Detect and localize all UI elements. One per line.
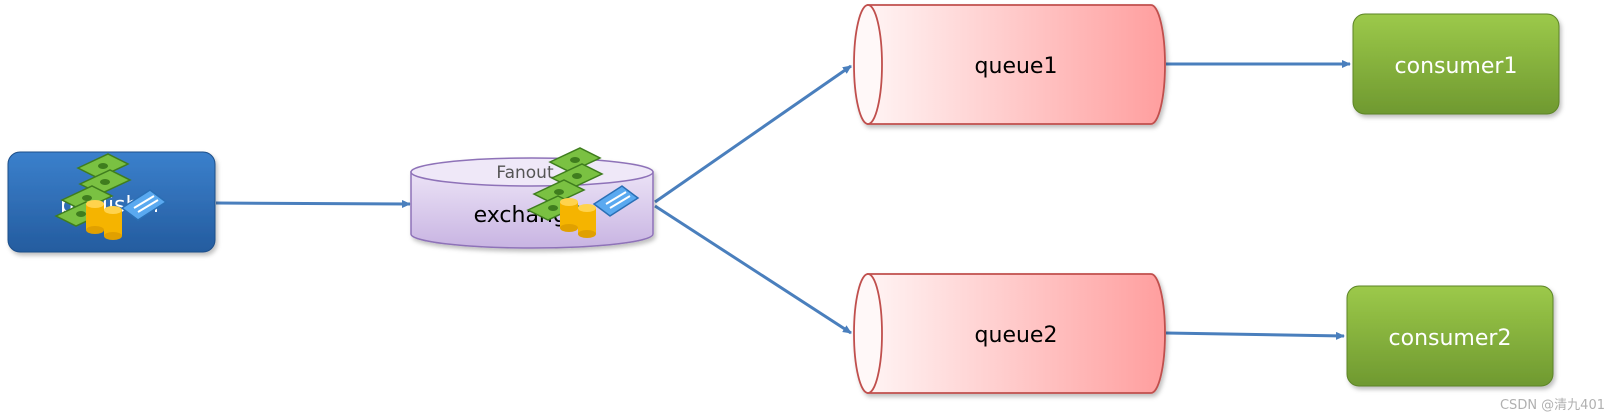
queue1-node [853, 4, 1166, 125]
receipt-icon [592, 185, 640, 217]
consumer1-node [1352, 13, 1560, 115]
arrow-queue2-to-consumer2 [1165, 331, 1345, 340]
queue2-node [853, 273, 1166, 394]
money-stack-icon [54, 153, 132, 227]
receipt-icon [120, 189, 168, 221]
exchange-type-label: Fanout [496, 163, 554, 183]
consumer1-label: consumer1 [1395, 54, 1518, 79]
queue1-label: queue1 [975, 54, 1058, 79]
coins-icon [86, 200, 122, 240]
money-stack-icon [526, 147, 604, 221]
watermark: CSDN @清九401 [1499, 398, 1605, 413]
queue2-label: queue2 [975, 323, 1058, 348]
consumer2-node [1346, 285, 1554, 387]
arrow-publisher-to-exchange [215, 199, 411, 208]
publisher-node [7, 151, 216, 253]
arrow-exchange-to-queue1 [654, 64, 852, 204]
coins-icon [560, 198, 596, 238]
consumer2-label: consumer2 [1389, 326, 1512, 351]
arrow-exchange-to-queue2 [654, 204, 852, 335]
